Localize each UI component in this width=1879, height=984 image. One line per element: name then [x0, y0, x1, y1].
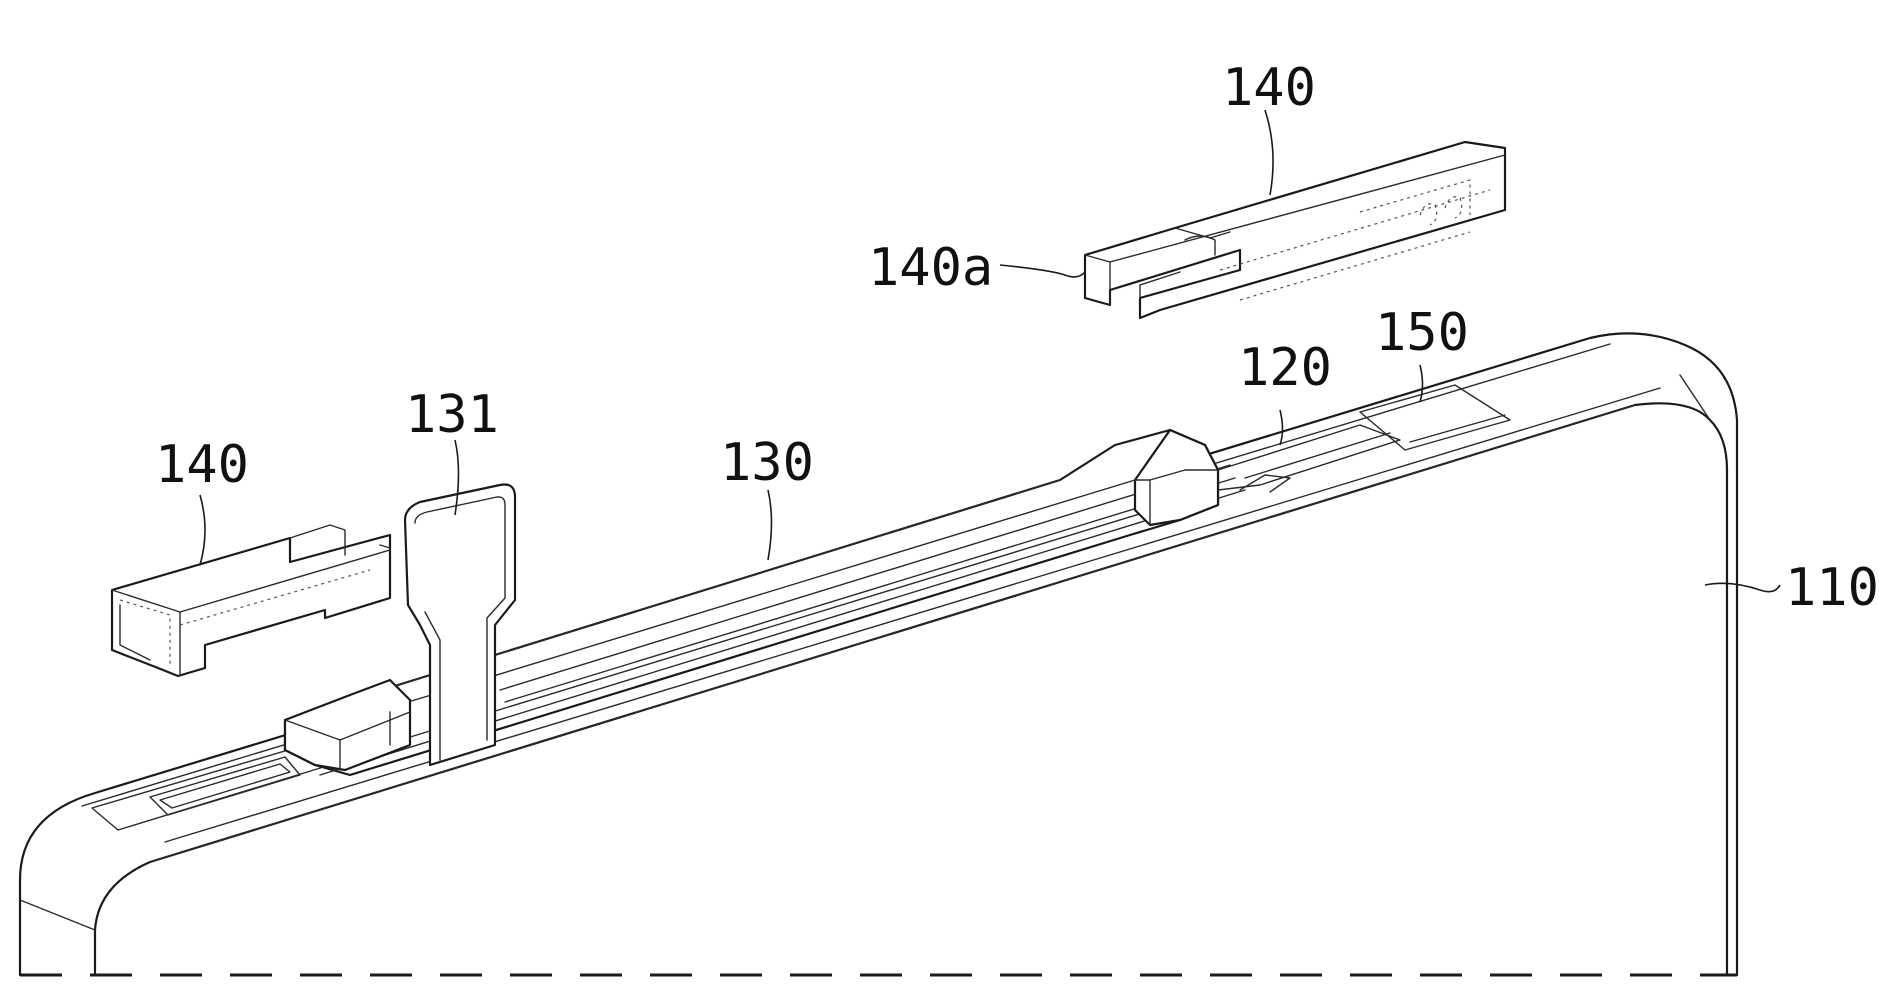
label-120: 120	[1238, 338, 1332, 398]
label-130: 130	[720, 433, 814, 493]
holder-left	[112, 525, 390, 676]
leader-120	[1280, 410, 1283, 445]
label-131: 131	[405, 385, 499, 445]
leader-140-right	[1265, 110, 1273, 195]
holder-right	[1085, 142, 1505, 318]
leader-110	[1705, 583, 1780, 591]
leader-140-left	[200, 495, 205, 565]
label-150: 150	[1375, 303, 1469, 363]
leader-140a	[1000, 265, 1085, 277]
battery-body	[20, 333, 1737, 975]
label-140-left: 140	[155, 435, 249, 495]
label-140a: 140a	[868, 238, 993, 298]
label-110: 110	[1785, 558, 1879, 618]
label-140-right: 140	[1222, 58, 1316, 118]
leader-150	[1420, 365, 1423, 402]
leader-130	[768, 490, 772, 560]
